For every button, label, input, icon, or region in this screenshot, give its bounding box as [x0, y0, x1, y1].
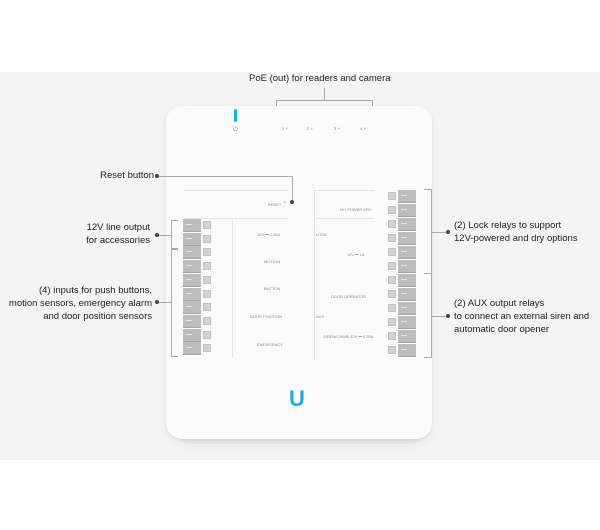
label-door-operator: DOOR OPERATOR: [331, 294, 367, 299]
terminal-right-8: [388, 288, 416, 301]
terminal-right-4: [388, 232, 416, 245]
leader-inputs-start: [155, 300, 159, 304]
callout-lock-1: (2) Lock relays to support: [454, 220, 562, 231]
leader-inputs-h: [157, 302, 171, 303]
leader-aux-bot: [424, 357, 432, 358]
poe-port-1: 1 ⚡: [282, 126, 289, 131]
leader-reset-v: [292, 176, 293, 201]
leader-reset-end: [290, 200, 294, 204]
terminal-left-8: [183, 314, 211, 328]
poe-port-3: 3 ⚡: [334, 126, 341, 131]
terminal-right-1: [388, 190, 416, 203]
leader-aux-h: [431, 316, 448, 317]
reset-icon: ○: [283, 200, 287, 206]
leader-line-output-h: [157, 235, 171, 236]
terminal-right-10: [388, 316, 416, 329]
leader-lock-end: [446, 230, 450, 234]
leader-lock-h: [431, 232, 448, 233]
callout-line-output-1: 12V line output: [86, 222, 150, 233]
callout-aux-3: automatic door opener: [454, 324, 550, 335]
terminal-right-6: [388, 260, 416, 273]
terminal-left-7: [183, 301, 211, 315]
device-divider-v-left: [232, 218, 233, 358]
callout-aux-1: (2) AUX output relays: [454, 298, 545, 309]
leader-line-output-bot: [171, 249, 178, 250]
leader-inputs-top: [171, 248, 178, 249]
device-divider-right: [314, 218, 374, 219]
poe-port-2: 2 ⚡: [307, 126, 314, 131]
leader-line-output-start: [155, 233, 159, 237]
leader-aux-end: [446, 314, 450, 318]
leader-line-output-v: [171, 220, 172, 250]
leader-lock-bot: [424, 273, 432, 274]
callout-inputs-2: motion sensors, emergency alarm: [8, 298, 152, 309]
leader-poe-stem: [324, 88, 325, 100]
terminal-left-10: [183, 342, 211, 356]
terminal-right-3: [388, 218, 416, 231]
callout-aux-2: to connect an external siren and: [454, 311, 590, 322]
terminal-left-5: [183, 273, 211, 287]
label-reset: RESET: [268, 202, 282, 207]
callout-inputs-3: and door position sensors: [43, 311, 152, 322]
status-led: [234, 109, 237, 122]
leader-poe-left: [276, 100, 277, 108]
label-motion: MOTION: [264, 259, 280, 264]
label-siren-chime: SIREN/CHIME 12V ⎓ 0.25A: [323, 334, 374, 339]
leader-reset-h: [157, 176, 293, 177]
callout-poe: PoE (out) for readers and camera: [249, 73, 391, 84]
device-divider-top-right: [314, 190, 374, 191]
device-divider-left: [184, 218, 288, 219]
leader-line-output-top: [171, 220, 178, 221]
callout-reset: Reset button: [100, 170, 154, 181]
leader-inputs-v: [171, 248, 172, 357]
terminal-right-12: [388, 344, 416, 357]
terminal-left-6: [183, 287, 211, 301]
terminal-left-9: [183, 328, 211, 342]
callout-line-output-2: for accessories: [86, 235, 150, 246]
terminal-left-1: [183, 219, 211, 232]
device-divider-v-right: [314, 190, 315, 360]
device-divider-top: [184, 190, 288, 191]
power-icon: ⏻: [233, 127, 238, 133]
label-12v-out: 12V ⎓ 0.25A: [257, 232, 280, 237]
device-base-shadow: [180, 436, 420, 444]
terminal-right-7: [388, 274, 416, 287]
label-emergency: EMERGENCY: [257, 342, 283, 347]
terminal-right-9: [388, 302, 416, 315]
terminal-right-2: [388, 204, 416, 217]
door-hub-device: [166, 106, 432, 439]
ubiquiti-logo: U: [289, 386, 305, 411]
leader-reset-start: [155, 174, 159, 178]
terminal-left-4: [183, 260, 211, 274]
terminal-left-3: [183, 246, 211, 260]
terminal-left-2: [183, 232, 211, 246]
leader-lock-v: [431, 189, 432, 274]
leader-lock-top: [424, 189, 432, 190]
leader-inputs-bot: [171, 356, 178, 357]
terminal-right-5: [388, 246, 416, 259]
label-lock: LOCK: [316, 232, 327, 237]
label-door-position: DOOR POSITION: [250, 314, 283, 319]
callout-lock-2: 12V-powered and dry options: [454, 233, 578, 244]
callout-inputs-1: (4) inputs for push buttons,: [38, 285, 152, 296]
label-button: BUTTON: [264, 286, 281, 291]
label-aux: AUX: [316, 314, 325, 319]
label-no-power-dry: NO POWER DRY: [340, 207, 372, 212]
terminal-right-11: [388, 330, 416, 343]
poe-port-4: 4 ⚡: [360, 126, 367, 131]
leader-poe-bar: [276, 100, 373, 101]
label-12v-1a: 12V ⎓ 1A: [347, 252, 365, 257]
leader-poe-right: [372, 100, 373, 108]
